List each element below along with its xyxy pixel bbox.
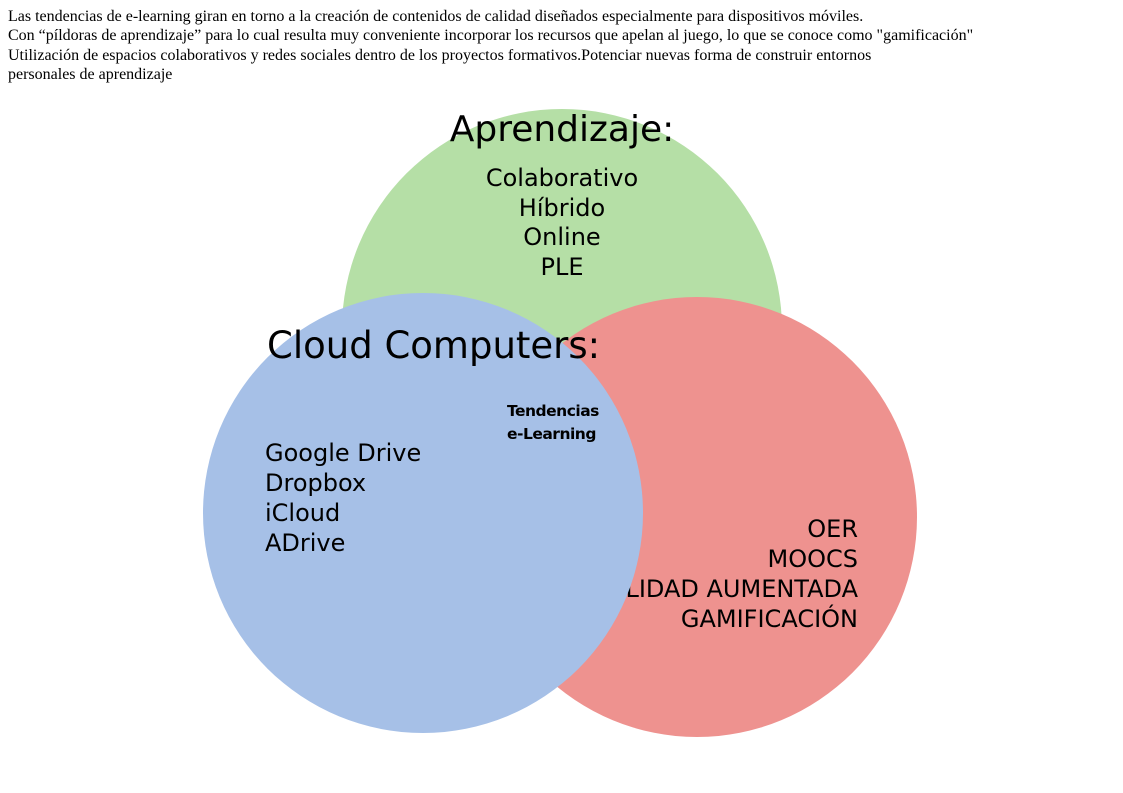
list-item: Dropbox [265,469,367,497]
list-item: PLE [540,252,584,281]
list-item: OER [807,515,858,543]
list-item: MOOCS [767,545,858,573]
aprendizaje-items: Colaborativo Híbrido Online PLE [342,164,782,282]
cloud-title: Cloud Computers: [267,324,601,367]
center-label-line: Tendencias [507,402,599,420]
list-item: Online [523,223,601,251]
cloud-items: Google Drive Dropbox iCloud ADrive [265,438,421,558]
intro-line: Utilización de espacios colaborativos y … [8,46,872,64]
intro-line: personales de aprendizaje [8,65,173,83]
list-item: Híbrido [518,193,606,222]
list-item: ADrive [265,529,346,557]
list-item: Google Drive [265,439,422,467]
intro-paragraph: Las tendencias de e-learning giran en to… [8,7,973,84]
center-label-line: e-Learning [507,425,596,443]
aprendizaje-title: Aprendizaje: [449,109,675,150]
list-item: GAMIFICACIÓN [680,605,858,633]
intro-line: Con “píldoras de aprendizaje” para lo cu… [8,27,974,45]
center-label: Tendencias e-Learning [507,400,599,446]
venn-circle-cloud [203,293,643,733]
intro-line: Las tendencias de e-learning giran en to… [8,8,864,25]
list-item: Colaborativo [485,164,639,192]
list-item: iCloud [265,499,341,527]
